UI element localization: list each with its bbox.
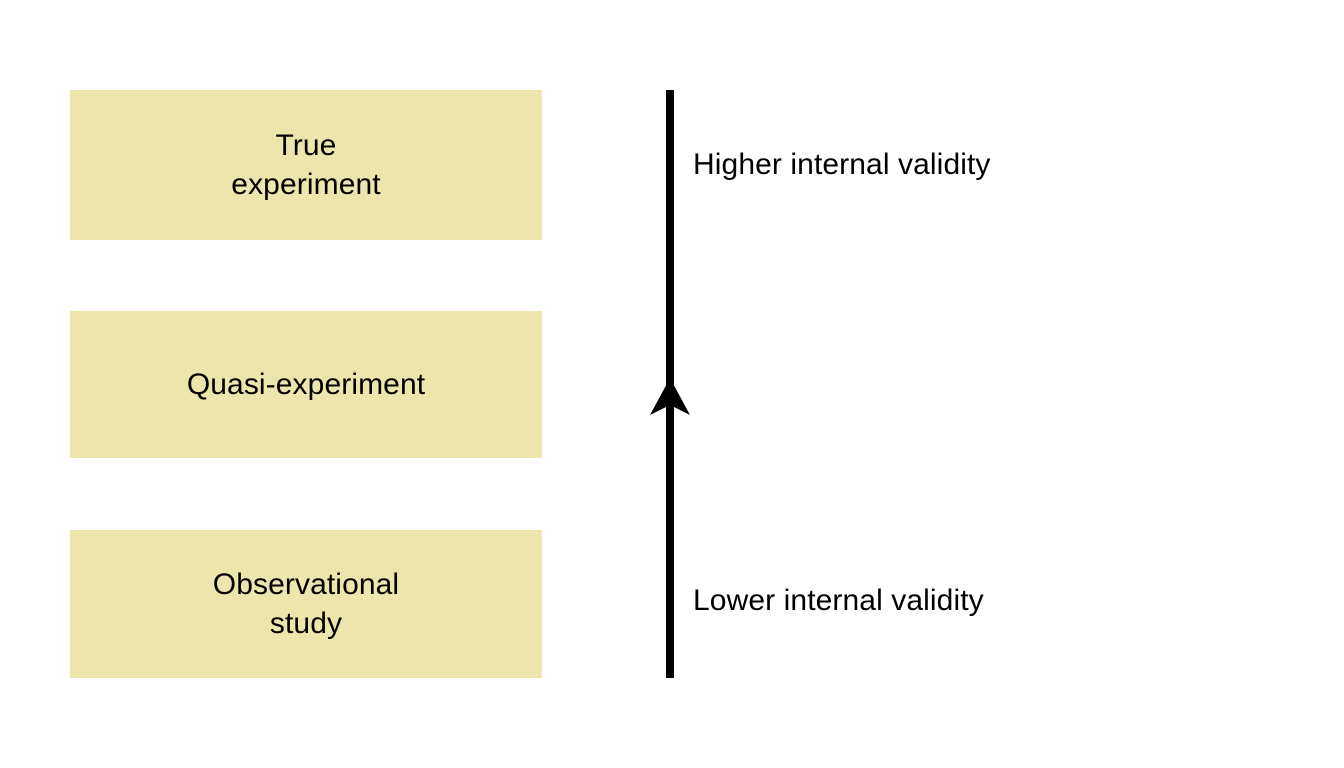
study-box-label: Quasi-experiment bbox=[186, 368, 426, 401]
axis-label-lower-internal-validity: Lower internal validity bbox=[693, 584, 984, 617]
study-box-label: True experiment bbox=[231, 129, 381, 201]
axis-label-higher-internal-validity: Higher internal validity bbox=[693, 148, 991, 181]
study-box-observational-study: Observational study bbox=[70, 530, 542, 678]
study-box-true-experiment: True experiment bbox=[70, 90, 542, 240]
study-box-quasi-experiment: Quasi-experiment bbox=[70, 311, 542, 458]
study-box-label: Observational study bbox=[212, 568, 400, 640]
